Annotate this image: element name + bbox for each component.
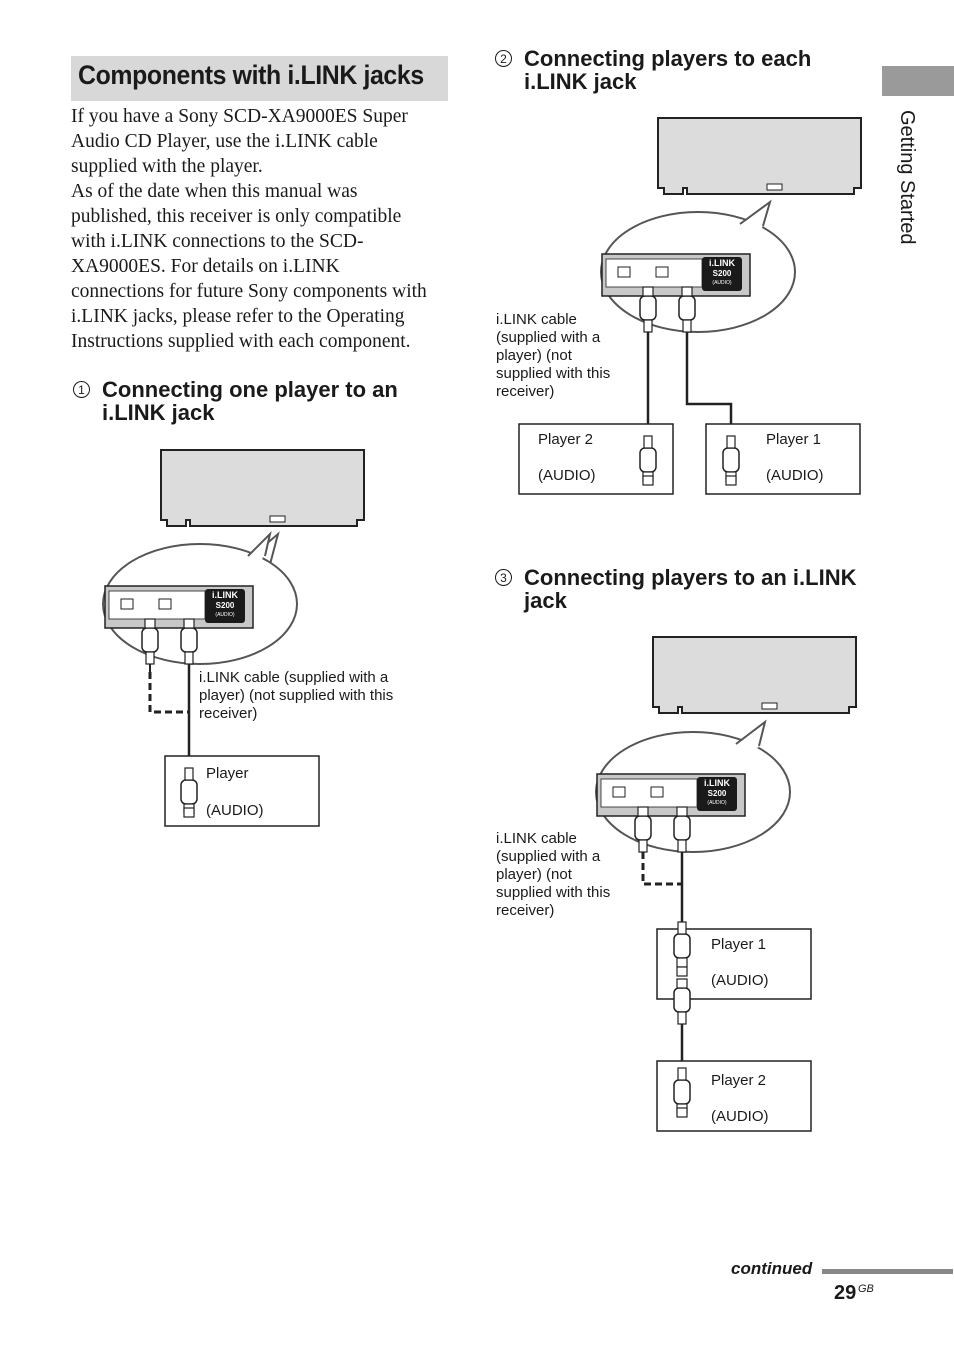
player-plug [673, 978, 691, 1025]
player-name: Player 1 [711, 936, 767, 953]
diagram-1: i.LINK S200 (AUDIO) [102, 449, 365, 827]
player-name: Player 2 [538, 431, 594, 448]
cable-label-line: player) (not [496, 347, 572, 364]
cable-label-line: (supplied with a [496, 848, 601, 865]
player-name: Player 2 [711, 1072, 767, 1089]
step-title-line: jack [524, 588, 567, 613]
step-number: 1 [73, 381, 90, 398]
section-title: Components with i.LINK jacks [78, 60, 424, 90]
step-number: 3 [495, 569, 512, 586]
player-type: (AUDIO) [206, 802, 264, 819]
panel-model: S200 [216, 601, 235, 610]
panel-brand: i.LINK [704, 778, 730, 788]
player-type: (AUDIO) [766, 467, 824, 484]
optional-cable-dashed [641, 852, 682, 886]
cable-label-line: (supplied with a [496, 329, 601, 346]
cable-label-line: supplied with this [496, 884, 611, 901]
receiver-unit [657, 117, 862, 195]
step-3-heading: 3 Connecting players to an i.LINK jack [495, 566, 856, 612]
panel-sub: (AUDIO) [712, 280, 732, 286]
optional-cable-dashed [148, 672, 189, 714]
step-title-line: Connecting one player to an [102, 377, 398, 402]
intro-line: i.LINK jacks, please refer to the Operat… [71, 306, 405, 327]
step-title-line: i.LINK jack [102, 400, 215, 425]
player-name: Player 1 [766, 431, 822, 448]
page-number: 29 [834, 1282, 857, 1304]
cable-label-line: i.LINK cable [496, 311, 577, 328]
intro-line: As of the date when this manual was [71, 181, 358, 202]
step-title-line: Connecting players to each [524, 46, 812, 71]
intro-line: supplied with the player. [71, 156, 263, 177]
footer-rule [822, 1269, 953, 1274]
diagram-3: i.LINK S200 (AUDIO) [595, 636, 857, 1132]
step-title-line: i.LINK jack [524, 69, 637, 94]
cable-label-line: receiver) [496, 383, 555, 400]
panel-sub: (AUDIO) [707, 800, 727, 806]
cable-label-line: player) (not supplied with this [199, 687, 394, 704]
callout-pointer [735, 719, 767, 747]
player-name: Player [206, 765, 249, 782]
intro-line: published, this receiver is only compati… [71, 206, 402, 227]
cable-label-line: supplied with this [496, 365, 611, 382]
cable-label-line: i.LINK cable (supplied with a [199, 669, 389, 686]
cable-label-line: receiver) [496, 902, 555, 919]
diagram-2: i.LINK S200 (AUDIO) [518, 117, 862, 495]
step-number: 2 [495, 50, 512, 67]
section-title-box [71, 56, 448, 101]
receiver-unit [652, 636, 857, 714]
intro-paragraph: If you have a Sony SCD-XA9000ES Super Au… [71, 104, 449, 354]
intro-line: with i.LINK connections to the SCD- [71, 231, 364, 252]
cable-label-line: receiver) [199, 705, 258, 722]
panel-model: S200 [708, 789, 727, 798]
step-title-line: Connecting players to an i.LINK [524, 565, 857, 590]
panel-brand: i.LINK [709, 258, 735, 268]
intro-line: XA9000ES. For details on i.LINK [71, 256, 340, 277]
cable-label: i.LINK cable (supplied with a player) (n… [496, 830, 610, 920]
panel-sub: (AUDIO) [215, 612, 235, 618]
step-1-heading: 1 Connecting one player to an i.LINK jac… [73, 378, 398, 424]
cable-label-line: i.LINK cable [496, 830, 577, 847]
intro-line: If you have a Sony SCD-XA9000ES Super [71, 106, 408, 127]
intro-line: Audio CD Player, use the i.LINK cable [71, 131, 378, 152]
intro-line: Instructions supplied with each componen… [71, 331, 411, 352]
step-2-heading: 2 Connecting players to each i.LINK jack [495, 47, 811, 93]
cable-label-line: player) (not [496, 866, 572, 883]
player-type: (AUDIO) [711, 1108, 769, 1125]
intro-line: connections for future Sony components w… [71, 281, 427, 302]
panel-model: S200 [713, 269, 732, 278]
continued-label: continued [731, 1259, 813, 1278]
cable-label: i.LINK cable (supplied with a player) (n… [199, 669, 393, 723]
receiver-unit [160, 449, 365, 527]
side-tab-marker [882, 66, 954, 96]
panel-brand: i.LINK [212, 590, 238, 600]
callout-pointer [739, 199, 772, 227]
page-suffix: GB [858, 1283, 874, 1295]
player-type: (AUDIO) [711, 972, 769, 989]
cable-label: i.LINK cable (supplied with a player) (n… [496, 311, 610, 401]
player-type: (AUDIO) [538, 467, 596, 484]
